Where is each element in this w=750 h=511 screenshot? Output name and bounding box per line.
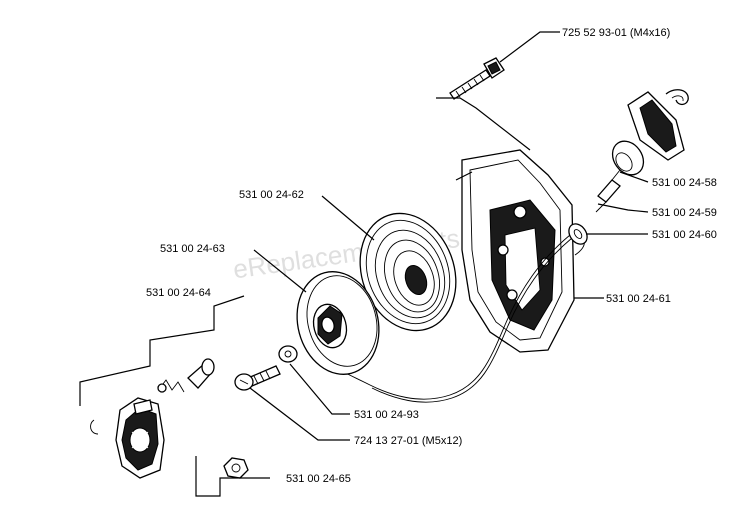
leader-lines [79, 31, 649, 497]
pawl-spring [157, 379, 185, 393]
label-screw-m5x12: 724 13 27-01 (M5x12) [354, 435, 462, 447]
label-bolt-top: 725 52 93-01 (M4x16) [562, 27, 670, 39]
label-531-00-24-65: 531 00 24-65 [286, 473, 351, 485]
starter-rope [337, 234, 571, 400]
label-531-00-24-63: 531 00 24-63 [160, 243, 225, 255]
rope-guide [595, 169, 621, 213]
nut [223, 457, 249, 479]
rope-bushing [568, 223, 588, 245]
label-531-00-24-64: 531 00 24-64 [146, 287, 211, 299]
bolt-m4x16 [449, 57, 505, 100]
label-531-00-24-61: 531 00 24-61 [606, 293, 671, 305]
starter-housing [461, 149, 585, 353]
starter-handle [627, 89, 689, 161]
label-531-00-24-58: 531 00 24-58 [652, 177, 717, 189]
label-531-00-24-93: 531 00 24-93 [354, 409, 419, 421]
label-531-00-24-62: 531 00 24-62 [239, 189, 304, 201]
washer [278, 345, 298, 363]
label-531-00-24-59: 531 00 24-59 [652, 207, 717, 219]
rope-pulley [296, 271, 380, 375]
pawl-carrier [115, 397, 165, 479]
pawl [187, 358, 215, 389]
recoil-spring [359, 212, 457, 332]
handle-insert [611, 140, 645, 176]
circlip [90, 419, 99, 435]
screw-m5x12 [234, 365, 281, 391]
label-531-00-24-60: 531 00 24-60 [652, 229, 717, 241]
